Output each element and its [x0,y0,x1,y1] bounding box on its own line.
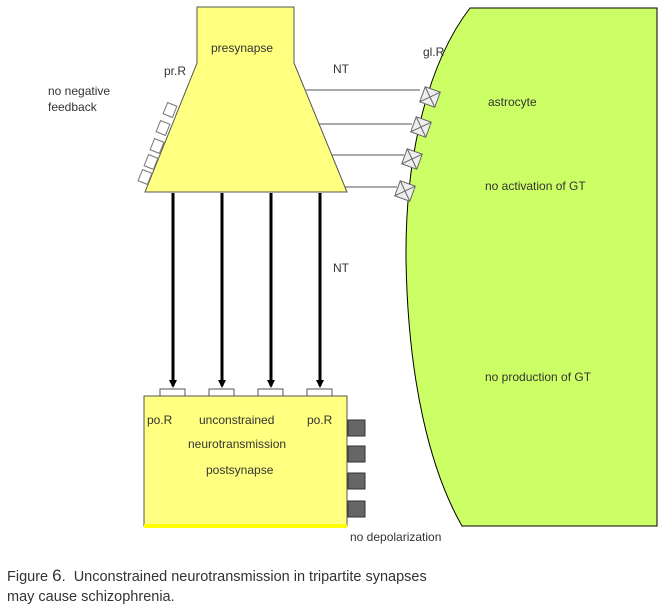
astrocyte-label: astrocyte [488,95,537,109]
figure-caption: Figure 6. Unconstrained neurotransmissio… [7,566,427,607]
astrocyte-cell [405,7,658,527]
postsynaptic-receptor-label-right: po.R [307,413,333,427]
no-depolarization-label: no depolarization [350,530,441,544]
nt-spillover-lines [306,89,420,188]
no-production-label: no production of GT [485,370,592,384]
nt-label-top: NT [333,62,350,76]
neurotransmission-label: neurotransmission [188,437,286,451]
presynaptic-receptor-label: pr.R [164,64,186,78]
caption-prefix: Figure [7,569,53,585]
glial-receptors [394,86,441,202]
nt-label-middle: NT [333,261,350,275]
figure-number: 6 [52,566,62,585]
glial-receptor-icon [394,180,416,202]
no-negative-label: no negative [48,84,110,98]
no-activation-label: no activation of GT [485,179,586,193]
postsynapse-label: postsynapse [206,463,274,477]
postsynapse [143,395,348,527]
presynaptic-receptors [137,101,178,186]
caption-line-1: Figure 6. Unconstrained neurotransmissio… [7,566,427,587]
unconstrained-label: unconstrained [199,413,274,427]
presynapse-label: presynapse [211,41,273,55]
postsynapse-bottom-edge [144,524,347,528]
caption-text-1: . Unconstrained neurotransmission in tri… [61,569,427,585]
glial-receptor-label: gl.R [423,45,445,59]
postsynaptic-receptors [159,388,333,397]
presynapse-terminal [144,6,348,193]
nt-release-arrows [169,193,324,388]
glial-receptor-icon [401,148,423,170]
glial-receptor-icon [419,86,441,108]
glial-receptor-icon [410,116,432,138]
postsynaptic-receptor-label-left: po.R [147,413,173,427]
feedback-label: feedback [48,100,98,114]
closed-ion-channels [347,419,366,518]
caption-line-2: may cause schizophrenia. [7,589,175,605]
